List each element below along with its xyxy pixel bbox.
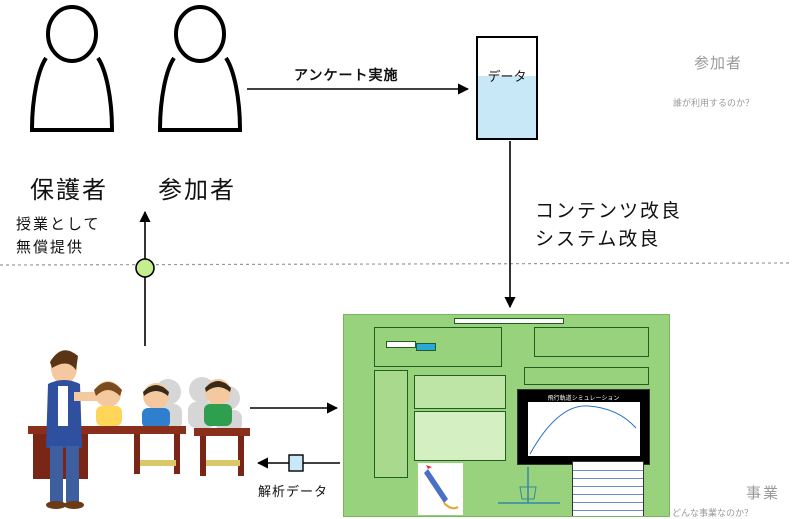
app-title-bar: [454, 318, 564, 324]
data-container: データ: [476, 36, 538, 140]
free-offer-line1: 授業として: [16, 215, 101, 233]
app-input-field: [386, 341, 416, 348]
guardian-person-icon: [29, 5, 115, 132]
app-input-panel: [374, 327, 502, 367]
survey-arrow-label: アンケート実施: [294, 68, 399, 84]
business-note-question: どんな事業なのか？: [672, 509, 754, 519]
app-controls-row: [524, 367, 649, 385]
trajectory-curve: [528, 402, 640, 456]
people-icons: [29, 5, 243, 132]
dashed-divider: [0, 262, 792, 266]
plot-title: 飛行軌道シミュレーション: [547, 395, 620, 402]
business-note-title: 事業: [746, 484, 781, 502]
free-offer-line2: 無償提供: [16, 238, 85, 256]
app-result-table: [414, 411, 506, 461]
classroom-illustration: [28, 350, 250, 509]
rocket-image: [418, 463, 463, 515]
content-improvement-label: コンテンツ改良: [535, 200, 683, 222]
teacher-figure: [46, 350, 108, 509]
data-fill: [478, 76, 536, 138]
app-param-grid: [414, 375, 506, 409]
desks-students: [128, 426, 250, 476]
analysis-arrow-label: 解析データ: [258, 485, 329, 500]
guardian-label: 保護者: [30, 176, 108, 204]
junction-circle: [135, 258, 155, 278]
data-label: データ: [487, 70, 527, 85]
participant-note-question: 誰が利用するのか？: [673, 99, 755, 109]
system-improvement-label: システム改良: [535, 228, 661, 250]
participant-note-title: 参加者: [694, 54, 743, 72]
app-output-panel: [534, 327, 649, 357]
participant-label: 参加者: [158, 176, 236, 204]
app-blue-button: [416, 343, 436, 351]
app-side-menu: [374, 370, 408, 478]
analysis-square: [288, 454, 304, 472]
student-boy-green: [204, 379, 232, 426]
launcher-diagram: [498, 467, 560, 504]
desk-left: [28, 426, 138, 479]
student-boy-blue: [142, 383, 170, 428]
app-data-table: [572, 461, 644, 516]
simulation-app-screenshot: 飛行軌道シミュレーション: [343, 314, 670, 517]
trajectory-plot: 飛行軌道シミュレーション: [517, 389, 650, 465]
participant-person-icon: [157, 5, 243, 132]
student-girl: [94, 381, 122, 426]
